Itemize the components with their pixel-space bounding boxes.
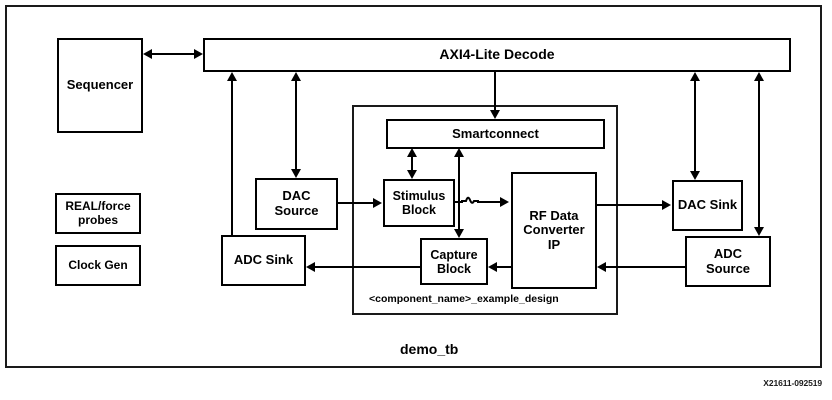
arrowhead-axi-in-from-dac-source [291,72,301,81]
block-dac-source[interactable]: DAC Source [255,178,338,230]
wire-adc-source-rfdc [606,266,686,268]
figure-id-watermark: X21611-092519 [763,378,822,388]
arrowhead-stimulus-in-from-smartconnect [407,170,417,179]
arrowhead-smartconnect-in-from-axi [490,110,500,119]
block-real-force-probes[interactable]: REAL/force probes [55,193,141,234]
block-axi4-lite-decode-label: AXI4-Lite Decode [439,46,555,63]
arrowhead-sequencer-in [143,49,152,59]
arrowhead-dac-sink-in-from-rfdc [662,200,671,210]
wire-capture-adc-sink [315,266,420,268]
arrowhead-dac-source-in-from-axi [291,169,301,178]
block-stimulus-block[interactable]: Stimulus Block [383,179,455,227]
block-dac-source-label-line1: DAC [282,188,311,204]
arrowhead-smartconnect-in-from-capture [454,148,464,157]
wire-stimulus-rfdc-seg2 [477,201,501,203]
wire-dac-source-stimulus-seg1 [338,202,374,204]
block-clock-gen-label: Clock Gen [68,257,128,272]
wire-adc-sink-axi [231,81,233,235]
wire-axi-smartconnect [494,72,496,110]
arrowhead-axi-in-from-sequencer [194,49,203,59]
demo-tb-frame-label: demo_tb [400,341,459,357]
block-real-force-probes-label-line2: probes [77,212,118,227]
block-dac-source-label-line2: Source [274,203,319,218]
block-rf-data-converter-ip-label-line2: Converter [523,222,585,238]
block-capture-block[interactable]: Capture Block [420,238,488,285]
arrowhead-stimulus-in-from-dac-source [373,198,382,208]
block-stimulus-block-label-line1: Stimulus [392,189,446,203]
wire-smartconnect-stimulus [411,156,413,172]
block-clock-gen[interactable]: Clock Gen [55,245,141,286]
block-rf-data-converter-ip[interactable]: RF Data Converter IP [511,172,597,289]
block-sequencer[interactable]: Sequencer [57,38,143,133]
block-sequencer-label: Sequencer [66,77,134,93]
block-rf-data-converter-ip-label-line1: RF Data [529,207,579,223]
arrowhead-adc-sink-in-from-capture [306,262,315,272]
block-stimulus-block-label-line2: Block [401,203,437,217]
block-adc-sink[interactable]: ADC Sink [221,235,306,286]
example-design-frame-label: <component_name>_example_design [369,293,559,305]
block-adc-source-label-line2: Source [705,260,751,276]
wire-rfdc-dac-sink [597,204,663,206]
arrowhead-axi-in-from-adc-sink [227,72,237,81]
block-dac-sink-label: DAC Sink [677,197,738,213]
block-dac-sink[interactable]: DAC Sink [672,180,743,231]
arrowhead-axi-in-from-adc-source [754,72,764,81]
arrowhead-dac-sink-in-from-axi [690,171,700,180]
wire-smartconnect-capture [458,157,460,229]
block-smartconnect-label: Smartconnect [452,125,539,141]
wire-dac-source-axi [295,81,297,170]
wire-dac-sink-axi [694,81,696,172]
wire-stimulus-rfdc-seg1 [455,201,463,203]
wire-rfdc-capture [497,266,512,268]
block-capture-block-label-line1: Capture [430,247,478,262]
wire-hop-jumper-icon [461,196,479,204]
arrowhead-smartconnect-in-from-stimulus [407,148,417,157]
arrowhead-capture-in-from-smartconnect [454,229,464,238]
block-axi4-lite-decode[interactable]: AXI4-Lite Decode [203,38,791,72]
block-rf-data-converter-ip-label-line3: IP [547,236,561,252]
arrowhead-capture-in-from-rfdc [488,262,497,272]
block-adc-sink-label: ADC Sink [233,252,294,268]
arrowhead-axi-in-from-dac-sink [690,72,700,81]
wire-adc-source-axi [758,81,760,228]
block-adc-source[interactable]: ADC Source [685,236,771,287]
arrowhead-rfdc-in-from-adc-source [597,262,606,272]
block-adc-source-label-line1: ADC [713,245,743,261]
arrowhead-rfdc-in-from-stimulus [500,197,509,207]
block-smartconnect[interactable]: Smartconnect [386,119,605,149]
arrowhead-adc-source-in-from-axi [754,227,764,236]
block-real-force-probes-label-line1: REAL/force [65,199,131,214]
wire-sequencer-axi [152,53,194,55]
block-capture-block-label-line2: Block [436,261,472,276]
